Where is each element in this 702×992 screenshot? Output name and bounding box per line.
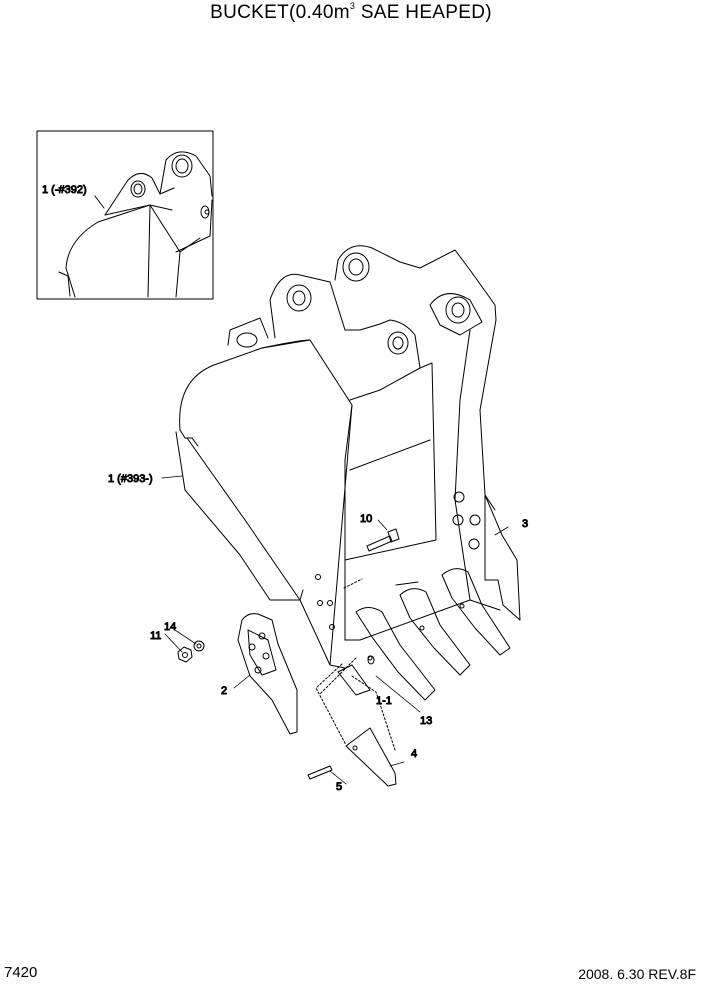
page-number: 7420 (4, 964, 38, 981)
title-suffix: SAE HEAPED) (355, 2, 492, 23)
side-cutter (237, 613, 298, 735)
title-superscript: 3 (349, 1, 356, 11)
callout-inset-bucket: 1 (-#392) (42, 184, 87, 196)
callout-nut: 11 (150, 630, 161, 642)
callout-pin: 5 (336, 781, 342, 793)
nut-washer (177, 640, 205, 663)
bucket-assembly (175, 245, 521, 751)
lock-pin (367, 655, 375, 665)
page-title: BUCKET(0.40m3 SAE HEAPED) (0, 1, 702, 24)
callout-lock-pin: 13 (420, 715, 432, 727)
title-prefix: BUCKET(0.40m (210, 2, 350, 23)
pin (307, 765, 333, 780)
bolt (366, 528, 400, 552)
callout-bucket: 1 (#393-) (108, 473, 153, 485)
leader-lines (161, 475, 509, 785)
tooth-point (345, 727, 397, 787)
revision-date: 2008. 6.30 REV.8F (578, 966, 696, 982)
inset-view (36, 130, 214, 300)
callout-washer: 14 (164, 621, 176, 633)
callout-tooth-point: 4 (411, 748, 417, 760)
callout-adapter: 1-1 (376, 695, 392, 707)
callout-bolt: 10 (360, 513, 372, 525)
callout-tooth-adapter: 3 (522, 518, 528, 530)
callout-side-cutter: 2 (221, 685, 227, 697)
